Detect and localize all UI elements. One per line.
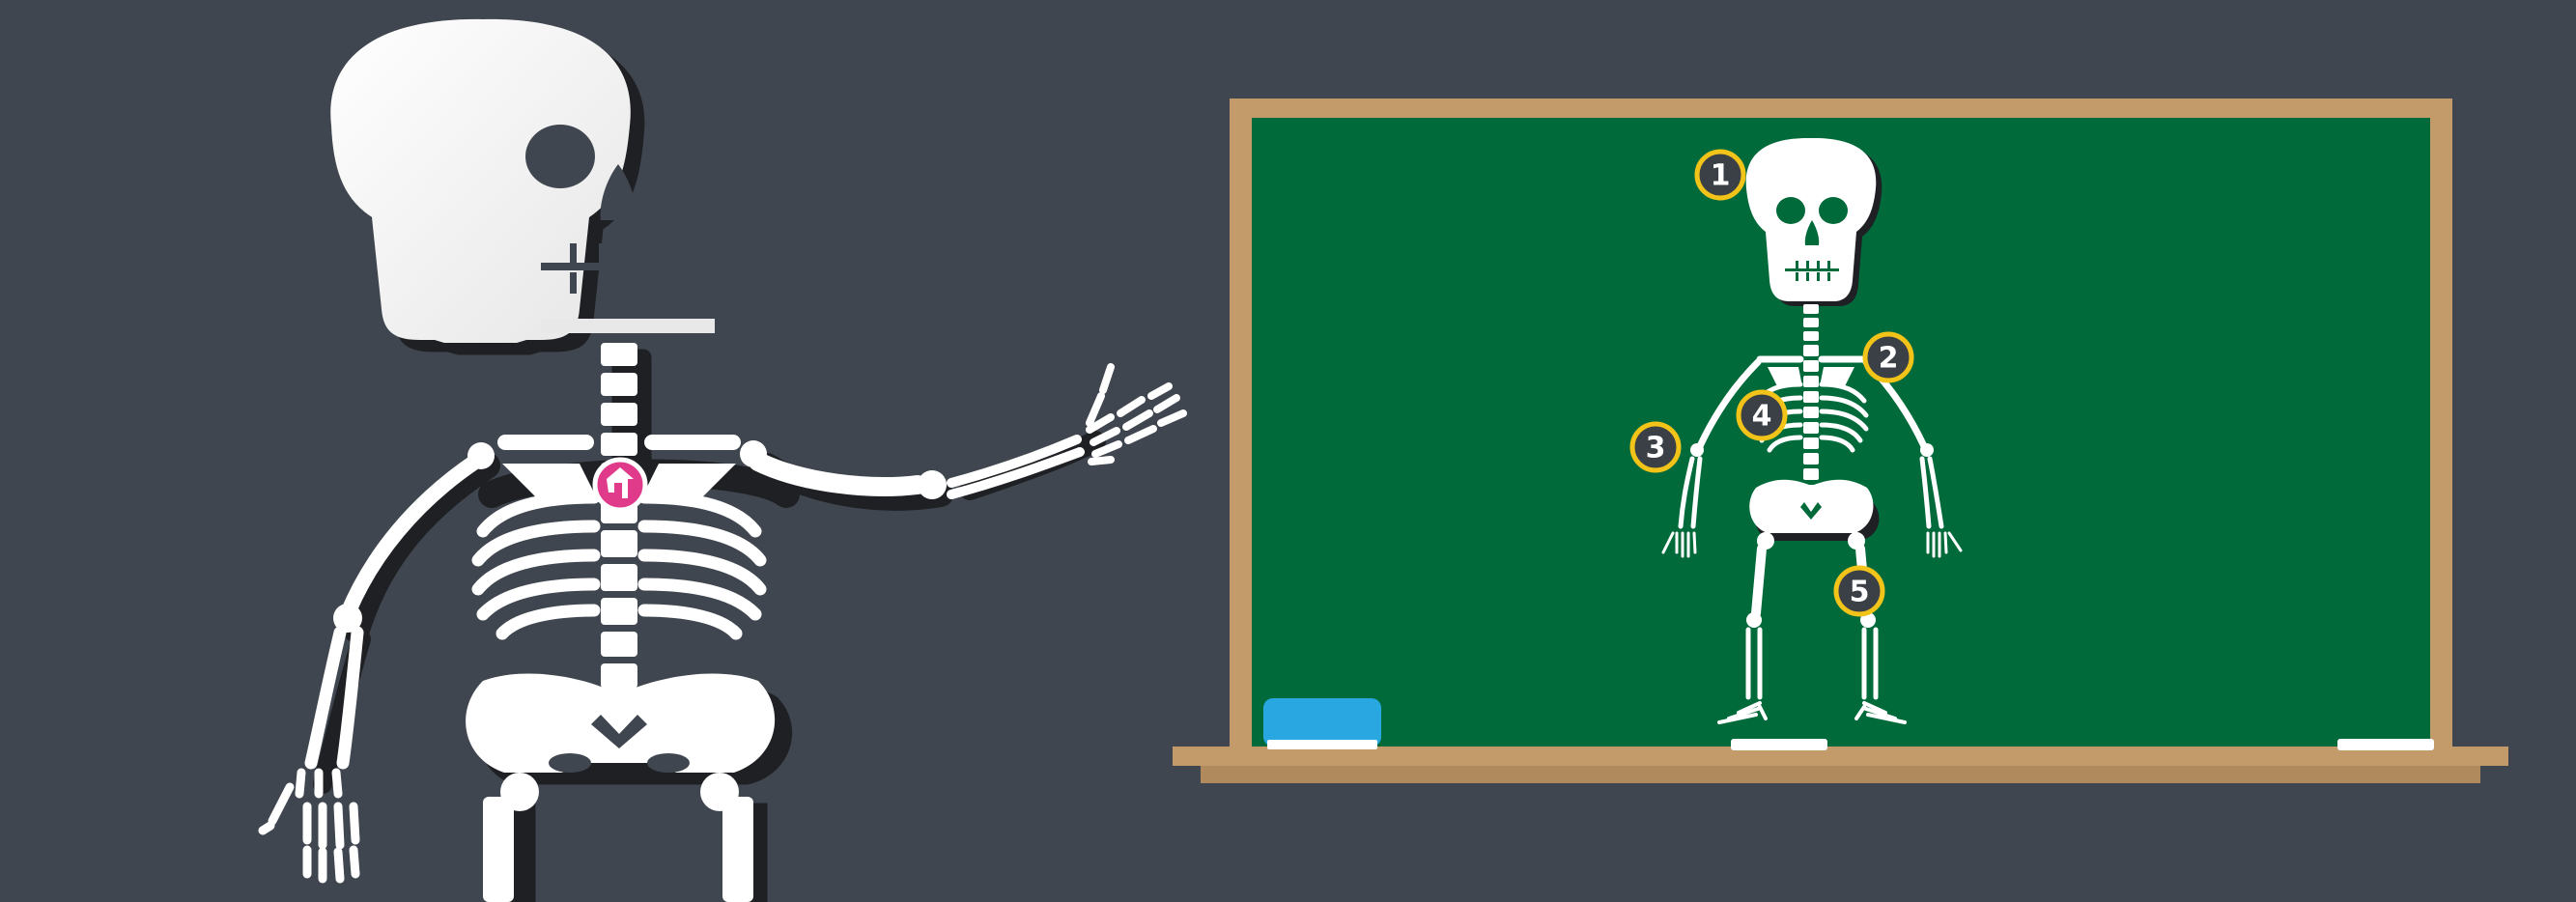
teacher-arm-hanging	[258, 442, 495, 884]
board-teeth	[1785, 261, 1839, 281]
board-eye-right	[1819, 197, 1848, 224]
callout-3: 3	[1629, 421, 1682, 473]
callout-4: 4	[1736, 389, 1788, 441]
callout-2: 2	[1862, 331, 1914, 383]
chalkboard	[1173, 99, 2508, 783]
callout-1: 1	[1694, 149, 1746, 201]
board-eye-left	[1776, 197, 1805, 224]
teacher-clavicles	[497, 435, 741, 450]
board-skull	[1745, 137, 1877, 301]
callout-5-label: 5	[1850, 576, 1870, 609]
chalk-icon	[2337, 739, 2434, 750]
teacher-skull	[330, 18, 631, 343]
teacher-arm-pointing	[740, 363, 1187, 499]
board-arms	[1661, 358, 1963, 558]
chalk-tray-lip	[1201, 766, 2480, 783]
teacher-nose	[600, 164, 637, 220]
chalk-tray	[1173, 747, 2508, 766]
eraser-icon	[1263, 698, 1381, 749]
heart-badge-icon	[592, 457, 648, 513]
callout-4-label: 4	[1752, 400, 1772, 434]
board-hand-left	[1661, 531, 1697, 558]
teacher-hand-left	[258, 768, 360, 884]
chalk-icon	[1731, 739, 1827, 750]
teacher-skeleton	[258, 18, 1187, 902]
callout-5: 5	[1833, 565, 1885, 617]
board-pelvis	[1749, 479, 1874, 533]
teacher-hand-right	[1086, 363, 1187, 465]
teacher-jaw	[541, 319, 715, 333]
board-spine	[1803, 304, 1819, 480]
board-skeleton	[1661, 137, 1963, 724]
teacher-eye-right	[644, 125, 714, 188]
teacher-teeth	[541, 243, 715, 294]
board-nose	[1804, 220, 1820, 245]
teacher-legs	[483, 773, 753, 902]
teacher-pelvis	[466, 673, 776, 773]
board-foot-right	[1854, 701, 1907, 724]
board-hand-right	[1926, 531, 1963, 558]
board-foot-left	[1717, 701, 1768, 724]
teacher-ribcage	[471, 464, 767, 640]
callout-2-label: 2	[1879, 342, 1899, 376]
callout-1-label: 1	[1711, 159, 1731, 193]
callout-3-label: 3	[1646, 432, 1666, 465]
teacher-eye-left	[525, 125, 595, 188]
